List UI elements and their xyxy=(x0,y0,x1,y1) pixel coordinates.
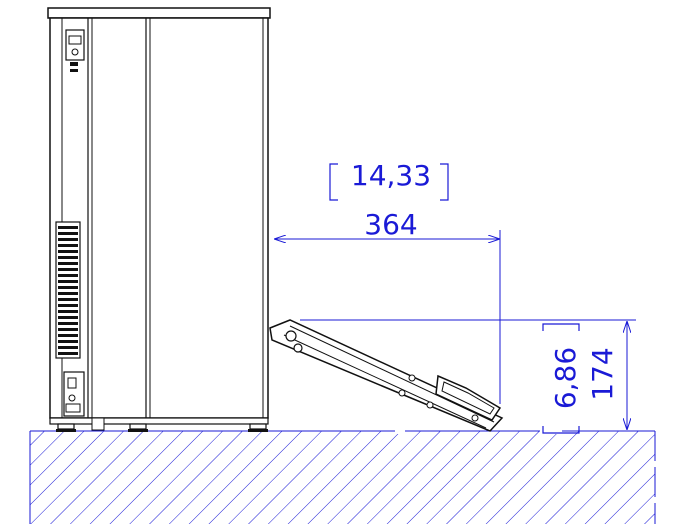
vent-slat xyxy=(58,304,78,307)
cabinet xyxy=(47,7,271,425)
rear-vent-grille xyxy=(55,221,81,359)
vent-slat xyxy=(58,328,78,331)
tilted-ramp xyxy=(269,319,504,432)
bracket-bottom xyxy=(542,426,580,434)
rear-connector-bottom xyxy=(63,371,85,417)
vent-slat xyxy=(58,268,78,271)
horizontal-dim-inches: 14,33 xyxy=(351,159,431,192)
vent-slat xyxy=(58,256,78,259)
vent-slat xyxy=(58,322,78,325)
horizontal-dimension: 14,33 364 xyxy=(274,159,501,404)
bracket-left xyxy=(329,163,338,201)
bracket-top xyxy=(542,323,580,331)
vent-slat xyxy=(58,226,78,229)
vent-slat xyxy=(58,232,78,235)
bracket-right xyxy=(440,163,449,201)
vent-slat xyxy=(58,340,78,343)
rear-connector-top xyxy=(65,29,85,72)
vent-slat xyxy=(58,250,78,253)
vent-slat xyxy=(58,346,78,349)
floor xyxy=(29,428,656,524)
vent-slat xyxy=(58,292,78,295)
vertical-dim-inches: 6,86 xyxy=(549,347,582,409)
vent-slat xyxy=(58,298,78,301)
vent-slat xyxy=(58,352,78,355)
vent-slat xyxy=(58,334,78,337)
vent-slat xyxy=(58,286,78,289)
horizontal-dim-mm: 364 xyxy=(364,208,417,241)
vent-slat xyxy=(58,280,78,283)
vent-slat xyxy=(58,238,78,241)
vent-slat xyxy=(58,274,78,277)
vent-slat xyxy=(58,262,78,265)
vent-slat xyxy=(58,310,78,313)
vertical-dim-mm: 174 xyxy=(586,347,619,400)
vent-slat xyxy=(58,244,78,247)
vertical-dimension: 6,86 174 xyxy=(300,319,636,434)
cabinet-feet xyxy=(56,417,268,432)
vent-slat xyxy=(58,316,78,319)
